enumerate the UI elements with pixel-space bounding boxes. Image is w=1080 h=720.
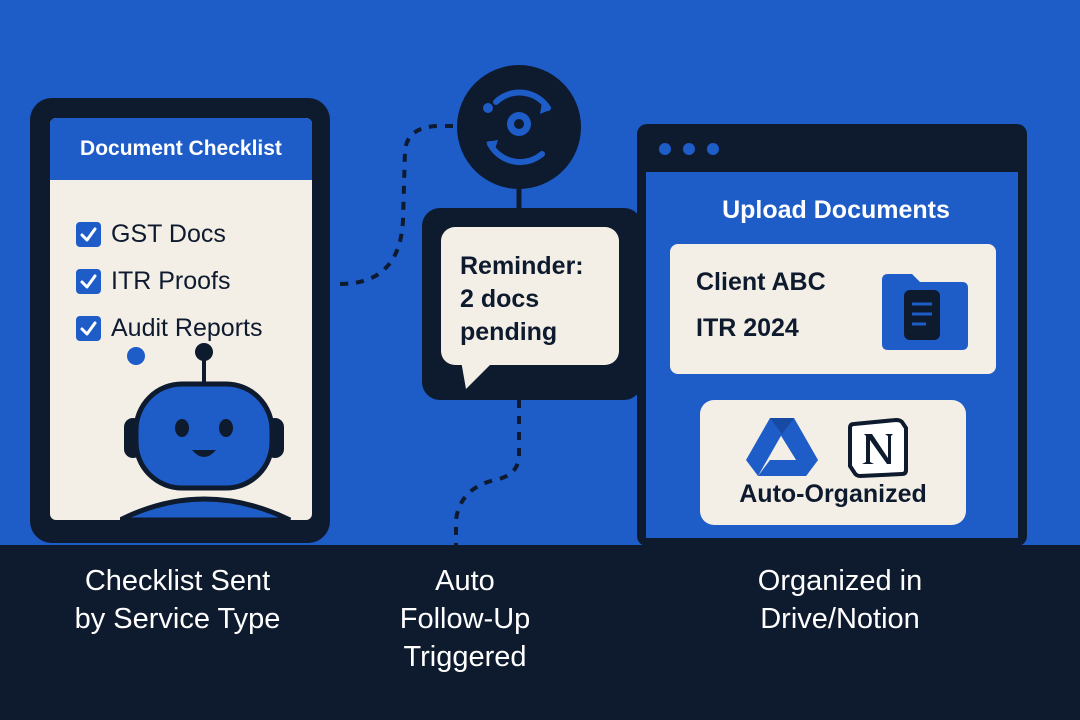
connector-checklist-to-timer [339, 124, 460, 286]
reminder-line: pending [460, 318, 558, 346]
client-document: ITR 2024 [696, 314, 799, 342]
window-dot [659, 143, 671, 155]
auto-organized-card [700, 400, 966, 525]
checklist-item: ITR Proofs [76, 265, 230, 297]
reminder-line: 2 docs [460, 285, 540, 313]
checkbox-icon [76, 221, 101, 247]
upload-title: Upload Documents [722, 196, 950, 224]
reminder-line: Reminder: [460, 252, 584, 280]
caption-line: Follow-Up [399, 603, 531, 635]
checklist-item: GST Docs [76, 218, 226, 250]
bottom-band [0, 545, 1080, 720]
checkbox-icon [76, 315, 101, 341]
connector-reminder-to-caption [454, 400, 521, 570]
checklist-item-label: GST Docs [111, 219, 226, 248]
folder-document-icon [882, 274, 968, 350]
checkbox-icon [76, 268, 101, 294]
caption-line: Drive/Notion [760, 603, 920, 635]
caption-line: Checklist Sent [84, 565, 271, 597]
caption-line: Organized in [757, 565, 923, 597]
checklist-title: Document Checklist [50, 118, 312, 180]
notion-icon [848, 417, 908, 478]
caption-line: by Service Type [74, 603, 281, 635]
window-dot [707, 143, 719, 155]
reminder-bubble [441, 227, 619, 365]
checklist-item: Audit Reports [76, 312, 262, 344]
window-dot [683, 143, 695, 155]
checklist-screen: Document Checklist GST Docs ITR Proofs A… [50, 118, 312, 520]
bubble-tail [460, 355, 500, 389]
phone-device: Document Checklist GST Docs ITR Proofs A… [30, 98, 330, 543]
robot-icon [120, 343, 292, 520]
caption-line: Triggered [403, 641, 527, 673]
google-drive-icon [746, 418, 818, 476]
checklist-item-label: ITR Proofs [111, 266, 231, 295]
client-name: Client ABC [696, 268, 826, 296]
caption-checklist: Checklist Sent by Service Type [50, 562, 305, 638]
caption-line: Auto [435, 565, 495, 597]
caption-organized: Organized in Drive/Notion [725, 562, 955, 638]
reminder-text: Reminder: 2 docs pending [460, 250, 610, 349]
caption-followup: Auto Follow-Up Triggered [370, 562, 560, 676]
auto-organized-label: Auto-Organized [739, 480, 927, 508]
checklist-item-label: Audit Reports [111, 313, 263, 342]
timer-icon [457, 65, 581, 189]
